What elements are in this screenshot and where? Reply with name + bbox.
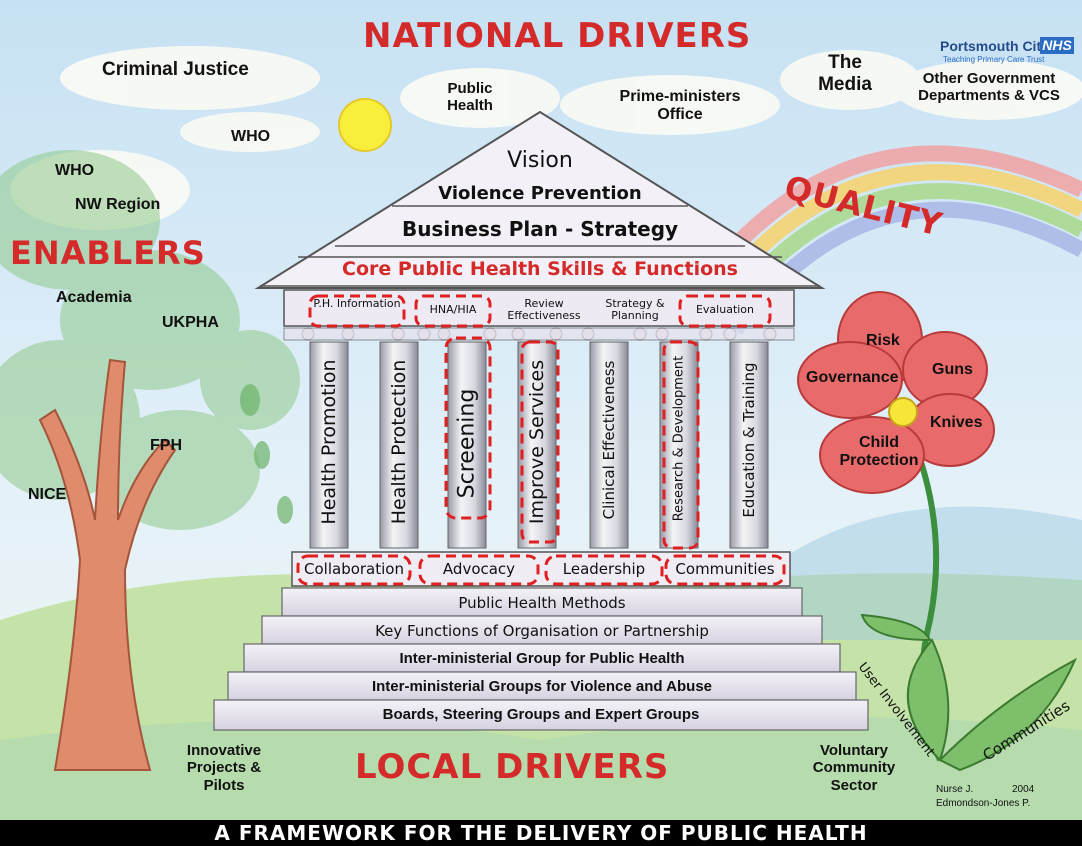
- enabler-nw-region-label: NW Region: [75, 196, 161, 213]
- roof: [254, 110, 826, 289]
- enabler-ukpha-label: UKPHA: [162, 314, 219, 331]
- column-research-development: Research & Development: [671, 355, 687, 522]
- base-advocacy: Advocacy: [442, 560, 516, 578]
- criminal-justice-label: Criminal Justice: [102, 59, 249, 80]
- footer-bar: [0, 820, 1082, 846]
- step-boards-steering: Boards, Steering Groups and Expert Group…: [382, 706, 700, 723]
- credit-year: 2004: [1012, 784, 1035, 795]
- roof-violence-prevention: Violence Prevention: [438, 183, 642, 204]
- flower-center: [888, 397, 918, 427]
- column-health-protection: Health Protection: [388, 359, 410, 525]
- national-drivers-heading: NATIONAL DRIVERS: [363, 16, 752, 56]
- footer-title: A FRAMEWORK FOR THE DELIVERY OF PUBLIC H…: [214, 821, 868, 845]
- roof-core-functions: Core Public Health Skills & Functions: [342, 258, 738, 280]
- enablers-heading: ENABLERS: [10, 234, 206, 272]
- quality-governance: Governance: [806, 369, 899, 386]
- tree-trunk: [38, 358, 177, 771]
- steps: [213, 587, 869, 731]
- enabler-fph-label: FPH: [150, 437, 182, 454]
- step-inter-ministerial-violence: Inter-ministerial Groups for Violence an…: [371, 678, 713, 695]
- sun: [338, 98, 392, 152]
- column-screening: Screening: [454, 388, 480, 499]
- quality-risk: Risk: [866, 332, 900, 349]
- capital-hna-hia: HNA/HIA: [429, 303, 477, 316]
- leaf-user: [860, 613, 932, 642]
- enabler-nice-label: NICE: [28, 486, 67, 503]
- column-health-promotion: Health Promotion: [318, 359, 340, 525]
- other-gov-label: Other Government Departments & VCS: [918, 70, 1060, 105]
- enabler-who-label: WHO: [55, 162, 95, 179]
- quality-child-protection: Child Protection: [839, 434, 919, 470]
- local-voluntary-label: Voluntary Community Sector: [812, 742, 896, 794]
- leaf-communities: [938, 657, 1078, 772]
- base-collaboration: Collaboration: [304, 560, 404, 578]
- enabler-academia-label: Academia: [56, 289, 132, 306]
- media-label: The Media: [818, 52, 872, 95]
- quality-guns: Guns: [932, 361, 973, 378]
- logo-trust: Teaching Primary Care Trust: [943, 55, 1045, 64]
- credit-author-2: Edmondson-Jones P.: [936, 798, 1031, 809]
- who-top-label: WHO: [231, 128, 271, 145]
- flower-petals: [797, 291, 995, 494]
- roof-vision: Vision: [507, 148, 573, 173]
- logo-city: Portsmouth City: [940, 38, 1049, 54]
- foreground-grass: [0, 717, 1082, 820]
- base-row: [291, 551, 791, 587]
- capital-ph-information: P.H. Information: [313, 297, 401, 310]
- column-clinical-effectiveness: Clinical Effectiveness: [600, 360, 618, 520]
- quality-knives: Knives: [930, 414, 983, 431]
- public-health-label: Public Health: [447, 80, 493, 115]
- capital-review-effectiveness: Review Effectiveness: [507, 297, 581, 323]
- capital-evaluation: Evaluation: [695, 303, 755, 316]
- columns: [309, 341, 769, 549]
- step-inter-ministerial-public-health: Inter-ministerial Group for Public Healt…: [399, 650, 685, 667]
- local-innovative-label: Innovative Projects & Pilots: [186, 742, 262, 794]
- column-improve-services: Improve Services: [526, 359, 548, 525]
- capital-strategy-planning: Strategy & Planning: [605, 297, 665, 323]
- step-key-functions: Key Functions of Organisation or Partner…: [375, 622, 709, 640]
- step-public-health-methods: Public Health Methods: [458, 594, 626, 612]
- nhs-logo: NHS: [1040, 37, 1074, 54]
- local-drivers-heading: LOCAL DRIVERS: [355, 747, 670, 787]
- highlight-dashes: [296, 294, 786, 586]
- pm-office-label: Prime-ministers Office: [619, 88, 741, 124]
- column-education-training: Education & Training: [740, 362, 758, 518]
- roof-business-plan: Business Plan - Strategy: [401, 217, 679, 241]
- base-communities: Communities: [675, 560, 775, 578]
- credit-author-1: Nurse J.: [936, 784, 974, 795]
- base-leadership: Leadership: [562, 560, 646, 578]
- distant-hill: [780, 506, 1082, 640]
